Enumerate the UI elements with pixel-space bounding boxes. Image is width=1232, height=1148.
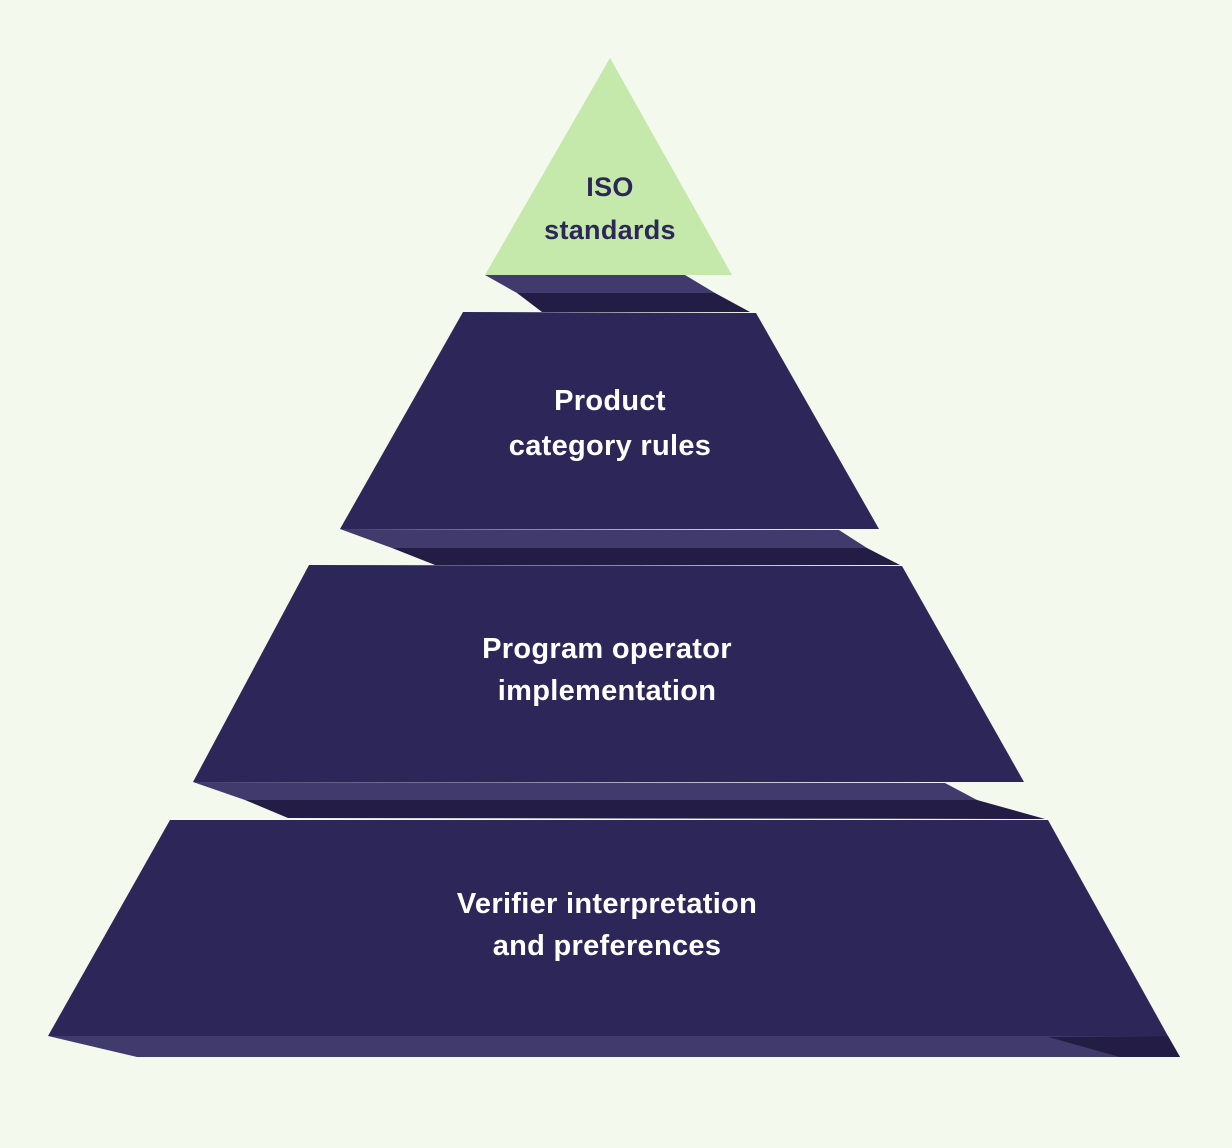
level-3-trapezoid	[193, 565, 1024, 782]
level-1-triangle	[485, 58, 732, 275]
level-2-trapezoid	[340, 312, 879, 529]
level-4-base-dark	[1048, 1036, 1180, 1057]
level-1-label-line-1: ISO	[586, 172, 633, 202]
level-2-shadow-dark	[392, 548, 900, 565]
level-4-base-light	[48, 1036, 1180, 1057]
level-4-label-line-2: and preferences	[493, 930, 722, 962]
level-2-label-line-2: category rules	[509, 430, 711, 462]
level-1-shadow-dark	[517, 293, 750, 312]
level-4-trapezoid	[48, 820, 1168, 1036]
level-1-label-line-2: standards	[544, 215, 676, 245]
level-4-label-line-1: Verifier interpretation	[457, 888, 757, 920]
level-3-shadow-light	[193, 782, 977, 800]
level-1-shadow-light	[485, 275, 715, 293]
level-2-shadow-light	[340, 529, 867, 548]
level-2-label-line-1: Product	[554, 385, 666, 417]
level-3-label-line-2: implementation	[498, 675, 717, 707]
level-3-shadow-dark	[245, 800, 1045, 819]
level-3-label-line-1: Program operator	[482, 633, 732, 665]
